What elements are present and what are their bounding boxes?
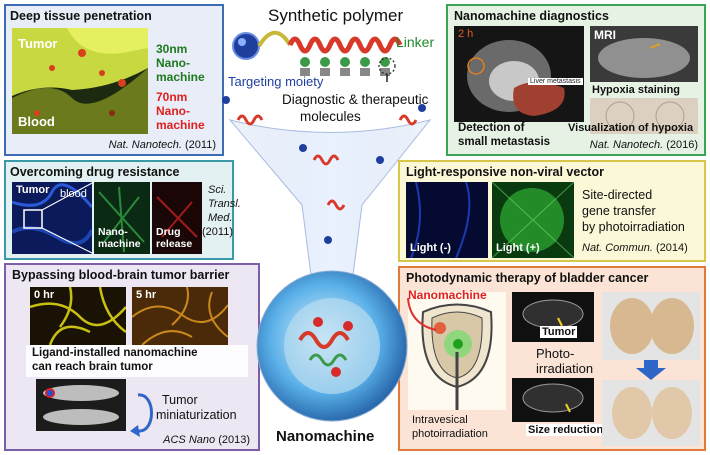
- photo-l2: irradiation: [536, 361, 594, 376]
- linker-label: Linker: [396, 34, 435, 50]
- pdt-nanomachine-label: Nanomachine: [408, 288, 487, 302]
- size30-line1: 30nm: [156, 42, 188, 56]
- bladder-specimen-before: [602, 292, 700, 360]
- pdt-title: Photodynamic therapy of bladder cancer: [406, 271, 649, 285]
- diagnostics-title: Nanomachine diagnostics: [454, 9, 609, 23]
- light-minus-label: Light (-): [410, 242, 451, 254]
- year: (2016): [666, 139, 698, 151]
- nanomachine-fluorescence-image: [94, 182, 150, 254]
- light-desc-l2: gene transfer: [582, 204, 656, 218]
- light-desc-l3: by photoirradiation: [582, 220, 685, 234]
- light-citation: Nat. Commun. (2014): [582, 242, 688, 254]
- synthetic-polymer-label: Synthetic polymer: [268, 6, 404, 25]
- deep-tissue-citation: Nat. Nanotech. (2011): [109, 139, 216, 151]
- dr-journal-l2: Transl.: [208, 198, 241, 210]
- tumor-blood-microscopy-image: [12, 28, 148, 134]
- photo-l1: Photo-: [536, 346, 575, 361]
- size30-line2: Nano-: [156, 56, 190, 70]
- bbtb-caption-l2: can reach brain tumor: [32, 361, 153, 373]
- light-desc-l1: Site-directed: [582, 188, 653, 202]
- time-0hr-label: 0 hr: [34, 289, 55, 301]
- dr-nanomachine-l1: Nano-: [98, 226, 128, 238]
- dr-drug-l2: release: [156, 238, 193, 250]
- nanomachine-pointer: [407, 297, 437, 331]
- diagnostic-molecules-l2: molecules: [300, 109, 361, 124]
- mri-label: MRI: [594, 28, 616, 42]
- hypoxia-mri-image: [590, 26, 698, 82]
- drug-resistance-title: Overcoming drug resistance: [10, 165, 180, 179]
- pdt-panel: Photodynamic therapy of bladder cancer N…: [398, 266, 706, 451]
- detect-l1: Detection of: [458, 122, 525, 134]
- light-vector-title: Light-responsive non-viral vector: [406, 165, 604, 179]
- size70-line3: machine: [156, 118, 205, 132]
- size70-line1: 70nm: [156, 90, 188, 104]
- bbtb-citation: ACS Nano (2013): [163, 434, 250, 446]
- year: (2011): [185, 139, 216, 151]
- light-minus-image: [406, 182, 488, 258]
- intra-l2: photoirradiation: [412, 428, 488, 440]
- drug-resistance-panel: Overcoming drug resistance Tumor blood N…: [4, 160, 241, 260]
- tumor-mini-l2: miniaturization: [156, 408, 237, 422]
- light-plus-image: [492, 182, 574, 258]
- down-arrow-icon: [636, 360, 666, 380]
- bladder-diagram: [408, 292, 506, 410]
- detect-l2: small metastasis: [458, 136, 551, 148]
- time-5hr-label: 5 hr: [136, 289, 157, 301]
- drug-release-fluorescence-image: [152, 182, 202, 254]
- tumor-mini-l1: Tumor: [162, 393, 198, 407]
- bbtb-caption-l1: Ligand-installed nanomachine: [32, 347, 198, 359]
- bbtb-title: Bypassing blood-brain tumor barrier: [12, 268, 230, 282]
- zoom-lines: [41, 181, 95, 255]
- dr-journal-l1: Sci.: [208, 184, 227, 196]
- journal: Nat. Nanotech.: [108, 139, 182, 151]
- dr-nanomachine-l2: machine: [98, 238, 141, 250]
- intra-l1: Intravesical: [412, 414, 468, 426]
- size70-line2: Nano-: [156, 104, 190, 118]
- vessel-image-5hr: [132, 287, 228, 345]
- dr-blood-label: blood: [60, 188, 87, 200]
- year: (2013): [218, 434, 250, 446]
- pdt-tumor-label: Tumor: [540, 326, 578, 338]
- vessel-image-0hr: [30, 287, 126, 345]
- diagnostics-citation: Nat. Nanotech. (2016): [590, 139, 698, 151]
- dr-year: (2011): [202, 226, 233, 238]
- visual-hypoxia-label: Visualization of hypoxia: [568, 122, 694, 134]
- light-plus-label: Light (+): [496, 242, 540, 254]
- dr-journal-l3: Med.: [208, 212, 233, 224]
- curved-arrow-icon: [130, 393, 153, 437]
- size-reduction-label: Size reduction: [526, 424, 606, 436]
- dr-tumor-label: Tumor: [16, 184, 50, 196]
- diagnostics-panel: Nanomachine diagnostics 2 h Liver metast…: [446, 4, 706, 156]
- hypoxia-stain-image: [590, 98, 698, 134]
- ultrasound-after-image: [512, 378, 594, 422]
- bladder-specimen-after: [602, 380, 700, 446]
- bbtb-panel: Bypassing blood-brain tumor barrier 0 hr…: [4, 263, 260, 451]
- dr-drug-l1: Drug: [156, 226, 181, 238]
- time-2h-label: 2 h: [458, 28, 474, 40]
- deep-tissue-title: Deep tissue penetration: [10, 9, 152, 23]
- blood-label: Blood: [18, 114, 55, 129]
- diagnostic-molecules-l1: Diagnostic & therapeutic: [282, 92, 429, 107]
- liver-metastasis-label: Liver metastasis: [528, 78, 583, 85]
- journal: Nat. Nanotech.: [589, 139, 664, 151]
- targeting-moiety-label: Targeting moiety: [228, 74, 324, 89]
- size30-line3: machine: [156, 70, 205, 84]
- liver-mri-image: [454, 26, 584, 122]
- journal: ACS Nano: [163, 434, 216, 446]
- deep-tissue-panel: Deep tissue penetration Tumor Blood 30nm…: [4, 4, 224, 156]
- nanomachine-label: Nanomachine: [276, 428, 375, 445]
- hypoxia-staining-label: Hypoxia staining: [592, 84, 681, 96]
- tumor-label: Tumor: [18, 36, 58, 51]
- bbtb-caption-bg: [26, 345, 248, 377]
- year: (2014): [655, 242, 688, 254]
- light-vector-panel: Light-responsive non-viral vector Light …: [398, 160, 706, 262]
- mouse-imaging-image: [36, 379, 126, 431]
- journal: Nat. Commun.: [582, 242, 653, 254]
